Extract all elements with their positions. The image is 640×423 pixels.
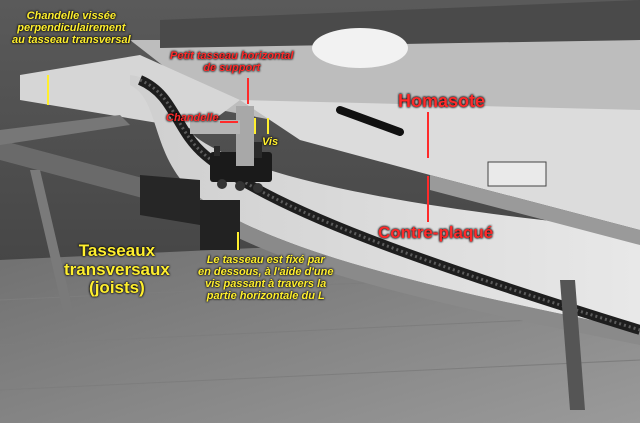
label-line: au tasseau transversal (12, 34, 131, 47)
far-benchwork (160, 0, 640, 48)
table-leg-right (560, 280, 585, 410)
small-box (487, 161, 547, 187)
label-contre-plaque: Contre-plaqué (378, 223, 494, 242)
label-line: en dessous, à l'aide d'une (198, 266, 334, 279)
label-line: Petit tasseau horizontal (170, 50, 294, 62)
label-vis: Vis (262, 136, 279, 148)
horizontal-support-block (190, 120, 240, 134)
plywood-edge-right (430, 175, 640, 245)
label-petit-tasseau: Petit tasseau horizontal de support (170, 50, 293, 74)
label-chandelle: Chandelle (166, 112, 219, 124)
plywood-edge (185, 190, 640, 345)
right-board (240, 100, 640, 230)
label-line: partie horizontale du L (206, 290, 325, 303)
red-arrows (220, 78, 429, 222)
homasote-surface (130, 75, 640, 330)
label-line: Chandelle vissée (26, 10, 116, 22)
paper-roll (312, 28, 408, 68)
label-line: de support (203, 62, 261, 75)
label-line: (joists) (89, 278, 145, 298)
label-line: Tasseaux (78, 241, 156, 260)
table-leg (30, 170, 75, 320)
label-line: vis passant à travers la (205, 278, 327, 291)
track-rails (139, 78, 640, 332)
joist-block (200, 200, 240, 250)
label-line: perpendiculairement (17, 22, 126, 35)
label-tasseaux: Tasseaux transversaux (joists) (64, 241, 170, 298)
joist-left (0, 140, 150, 200)
label-line: transversaux (64, 259, 170, 279)
screwdriver (336, 106, 404, 136)
yellow-arrows (47, 75, 269, 250)
joist-upper (0, 115, 130, 145)
label-line: Le tasseau est fixé par (206, 254, 325, 266)
left-board (20, 55, 240, 130)
joist-end (140, 175, 200, 225)
support-post (236, 106, 254, 166)
label-homasote: Homasote (398, 91, 486, 111)
label-tasseau-fixe: Le tasseau est fixé par en dessous, à l'… (198, 254, 333, 302)
label-chandelle-vissee: Chandelle vissée perpendiculairement au … (12, 10, 131, 46)
